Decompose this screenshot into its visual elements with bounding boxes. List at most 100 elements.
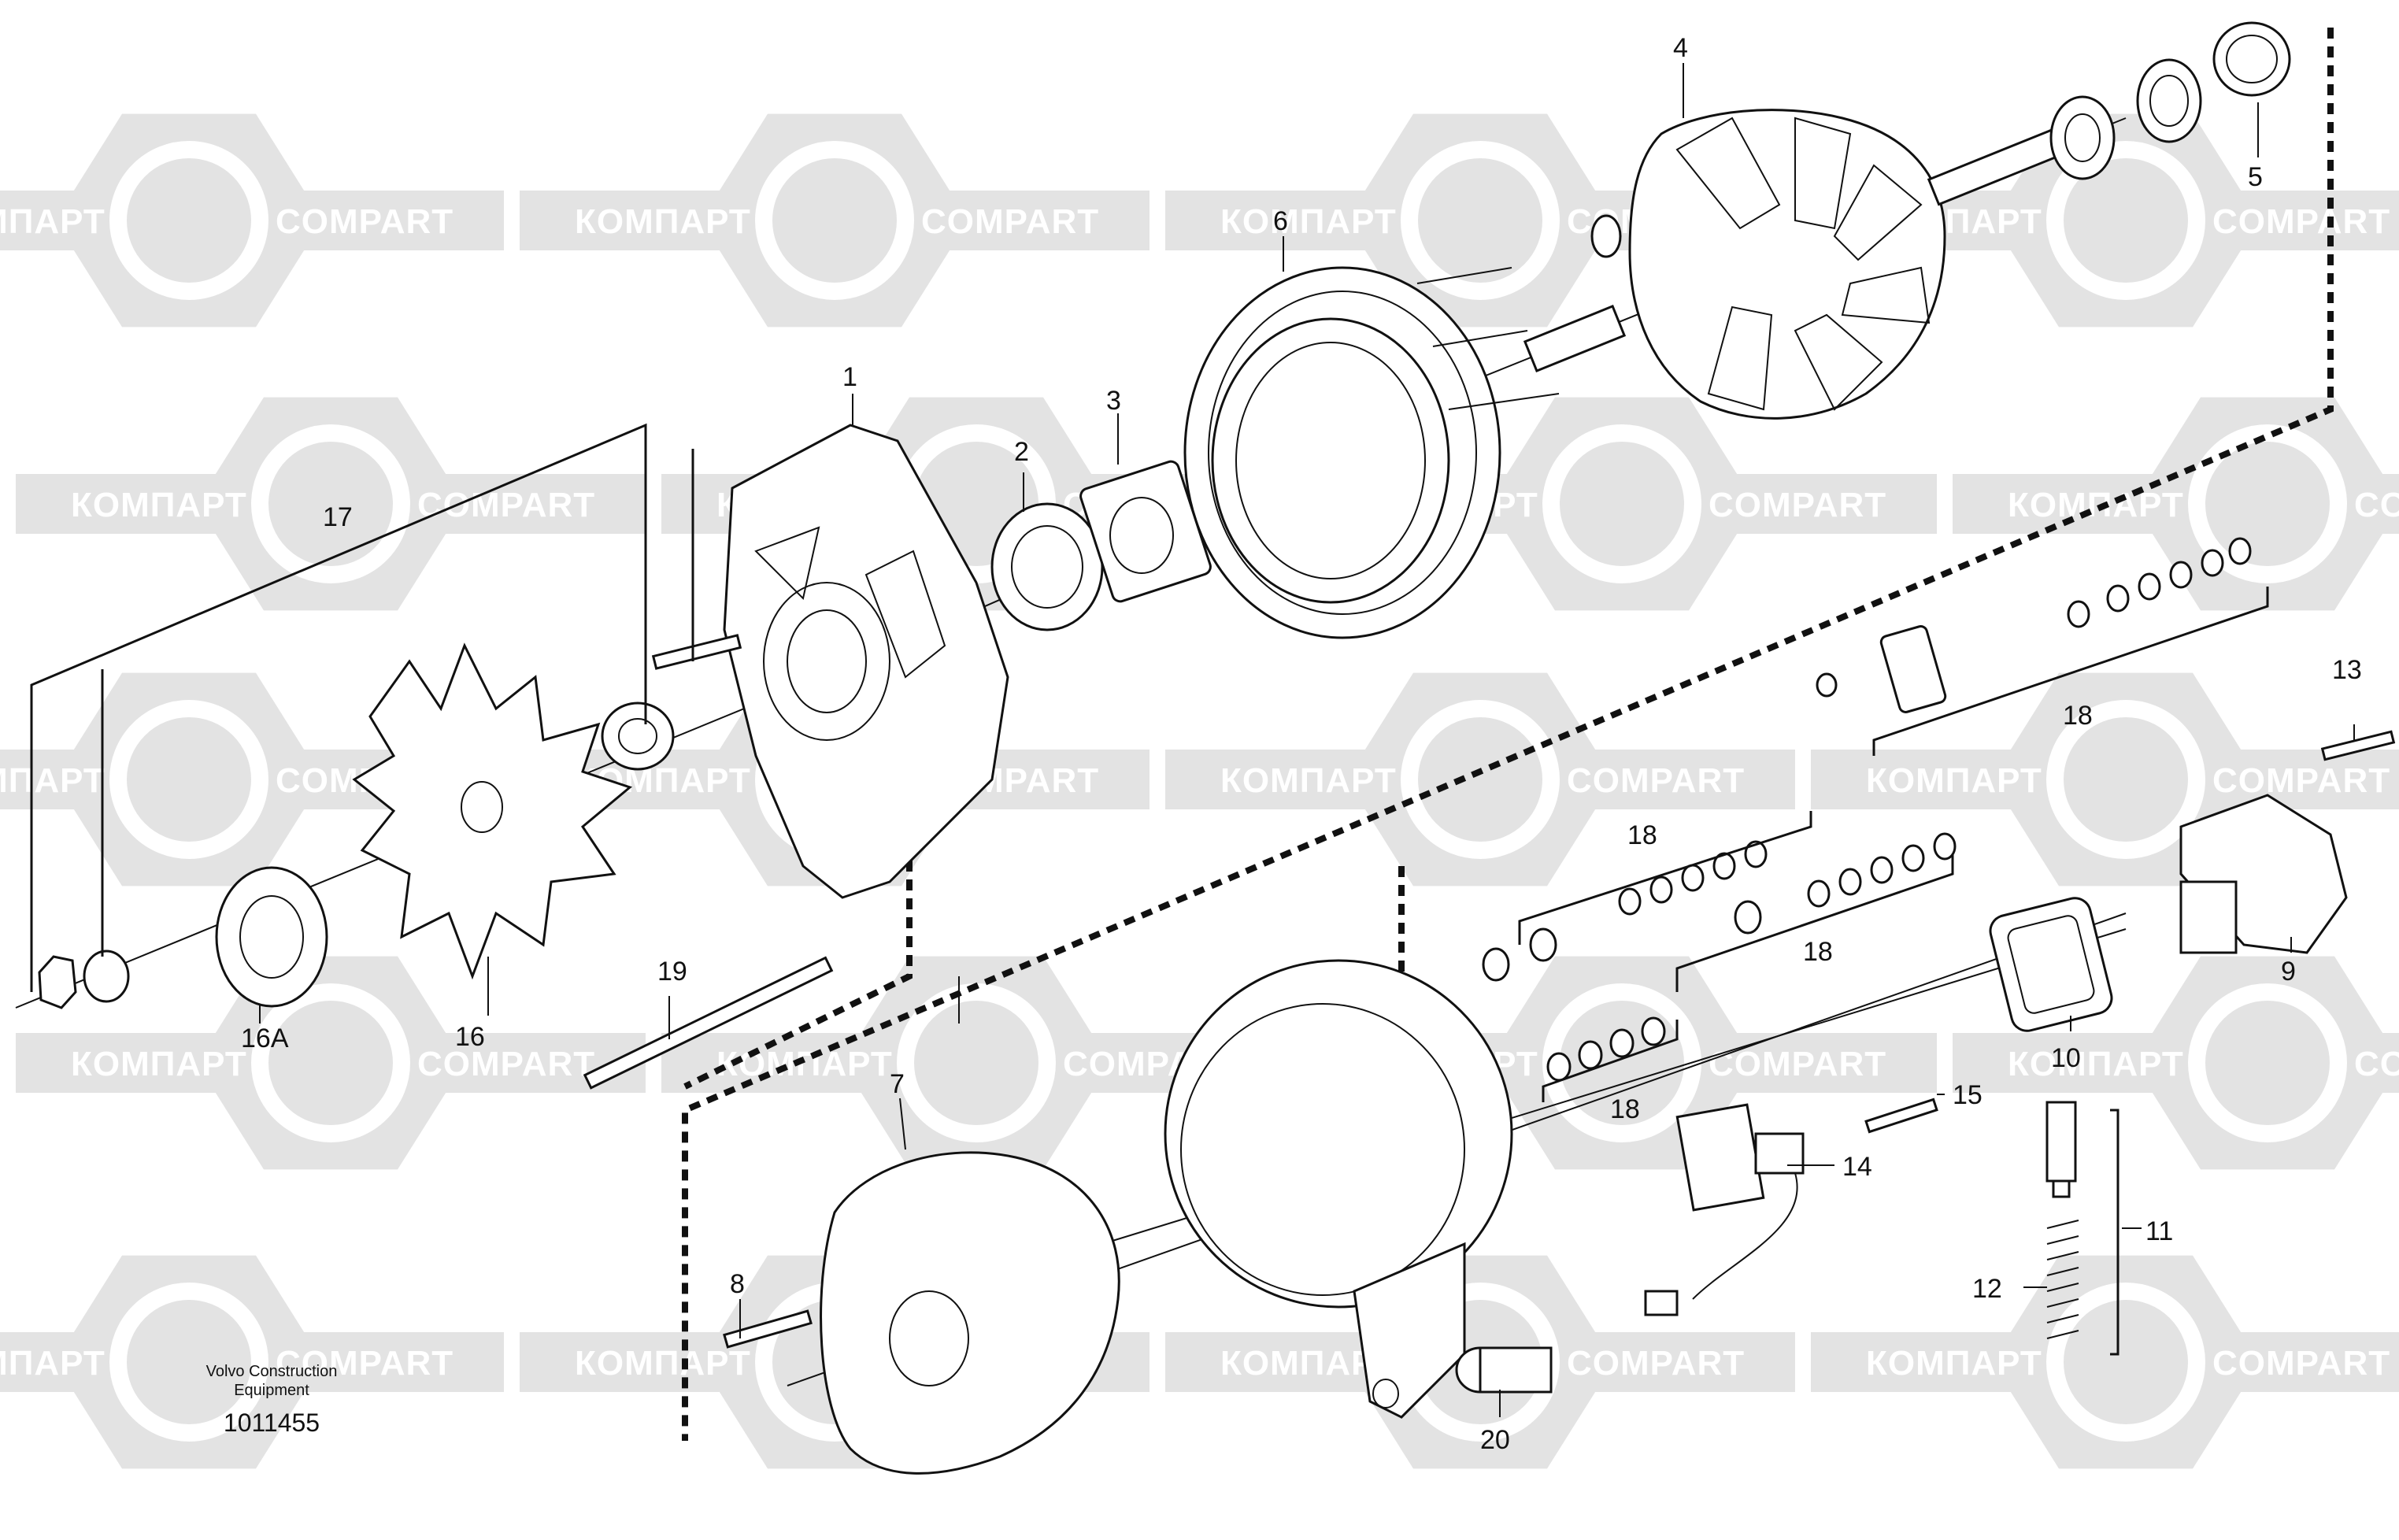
watermark-text-latin: COMPART [1709,486,1886,524]
watermark-tile: КОМПАРТ COMPART [1953,397,2399,611]
label-11: 11 [2145,1216,2173,1246]
label-9: 9 [2281,957,2296,987]
rectifier-plate [820,1151,1120,1475]
watermark-text-latin: COMPART [1709,1045,1886,1083]
bolts [583,634,2396,1349]
label-18-mid: 18 [1627,820,1657,850]
watermark-text-cyrillic: КОМПАРТ [0,761,106,800]
label-7: 7 [890,1069,905,1099]
watermark-text-latin: COMPART [417,486,595,524]
watermark-text-cyrillic: КОМПАРТ [1866,761,2042,800]
watermark-ring [2046,1283,2205,1442]
label-18-low: 18 [1610,1094,1640,1124]
regulator-group [1455,794,2348,1394]
watermark-ring [897,983,1056,1142]
dashed-connectors [682,28,2334,1441]
watermark-text-latin: COMPART [2354,486,2399,524]
label-17: 17 [323,502,353,532]
footer: Volvo Construction Equipment 1011455 [206,1363,338,1437]
watermark-text-latin: COMPART [276,202,454,241]
watermark-tile: КОМПАРТ COMPART [1953,956,2399,1170]
watermark-tile: КОМПАРТ COMPART [16,956,646,1170]
watermark-band [1811,750,2399,809]
brand-line-2: Equipment [234,1382,309,1399]
watermark-text-cyrillic: КОМПАРТ [1866,1344,2042,1383]
watermark-text-cyrillic: КОМПАРТ [71,1045,247,1083]
watermark-ring [2188,424,2347,583]
watermark-text-latin: COMPART [2212,202,2390,241]
watermark-text-cyrillic: КОМПАРТ [2008,486,2184,524]
bearing-cap [2049,21,2291,180]
watermark-ring [2046,141,2205,300]
label-3: 3 [1106,386,1121,416]
watermark-text-cyrillic: КОМПАРТ [575,1344,751,1383]
watermark-text-cyrillic: КОМПАРТ [575,202,751,241]
watermark-band [1811,1332,2399,1392]
rotor [1523,109,2065,420]
label-6: 6 [1273,206,1288,236]
label-18-top: 18 [2063,701,2093,731]
watermark-text-cyrillic: КОМПАРТ [716,1045,893,1083]
watermark-band [16,1033,646,1093]
stator [1183,266,1560,639]
label-20: 20 [1480,1425,1510,1455]
watermark-ring [2046,700,2205,859]
watermark-text-cyrillic: КОМПАРТ [71,486,247,524]
watermark-text-latin: COMPART [2354,1045,2399,1083]
label-8: 8 [730,1269,745,1299]
group-brackets [30,423,2269,1356]
watermark-text-latin: COMPART [417,1045,595,1083]
watermark-band [1165,750,1795,809]
watermark-tile: КОМПАРТ COMPART [16,397,646,611]
label-14: 14 [1842,1152,1872,1182]
callout-labels: 1 2 3 4 5 6 7 8 9 10 11 12 13 14 15 16 1… [241,33,2362,1455]
watermark-ring [755,141,914,300]
watermark-ring [2188,983,2347,1142]
watermark-ring [1401,141,1560,300]
watermark-text-latin: COMPART [921,202,1099,241]
watermark-tile: КОМПАРТ COMPART [520,113,1150,328]
watermark-text-latin: COMPART [1567,761,1745,800]
watermark-band [1953,1033,2399,1093]
watermark-text-cyrillic: КОМПАРТ [0,1344,106,1383]
watermark-tile: КОМПАРТ COMPART [0,1255,504,1469]
drive-end-housing [723,424,1009,899]
watermark-text-latin: COMPART [2212,761,2390,800]
watermark-tile: КОМПАРТ COMPART [1165,672,1795,887]
watermark-text-latin: COMPART [1567,1344,1745,1383]
watermark-ring [109,1283,268,1442]
insulator-kits [1482,537,2252,1082]
watermark-layer: КОМПАРТ COMPART КОМПАРТ COMPART КОМПАРТ COMPA… [0,113,2399,1469]
watermark-band [520,191,1150,250]
watermark-ring [251,983,410,1142]
label-5: 5 [2248,162,2263,192]
watermark-text-latin: COMPART [2212,1344,2390,1383]
rear-housing [1164,959,1513,1419]
label-10: 10 [2051,1043,2081,1073]
watermark-tile: КОМПАРТ COMPART [0,113,504,328]
watermark-band [16,474,646,534]
leader-lines [259,63,2355,1417]
watermark-text-cyrillic: КОМПАРТ [1220,761,1397,800]
label-13: 13 [2332,655,2362,685]
label-2: 2 [1014,437,1029,467]
drawing-number: 1011455 [224,1409,320,1437]
bearing-and-retainer [990,460,1212,631]
label-16a: 16A [241,1024,289,1053]
watermark-ring [251,424,410,583]
watermark-band [1953,474,2399,534]
label-12: 12 [1972,1274,2002,1304]
watermark-text-cyrillic: КОМПАРТ [2008,1045,2184,1083]
watermark-ring [1542,424,1701,583]
watermark-text-latin: COMPART [276,1344,454,1383]
watermark-ring [1401,700,1560,859]
label-19: 19 [657,957,687,987]
label-18-right: 18 [1803,937,1833,967]
watermark-ring [109,141,268,300]
watermark-ring [109,700,268,859]
watermark-text-cyrillic: КОМПАРТ [0,202,106,241]
label-15: 15 [1953,1080,1983,1110]
fan-and-pulley [38,642,675,1009]
